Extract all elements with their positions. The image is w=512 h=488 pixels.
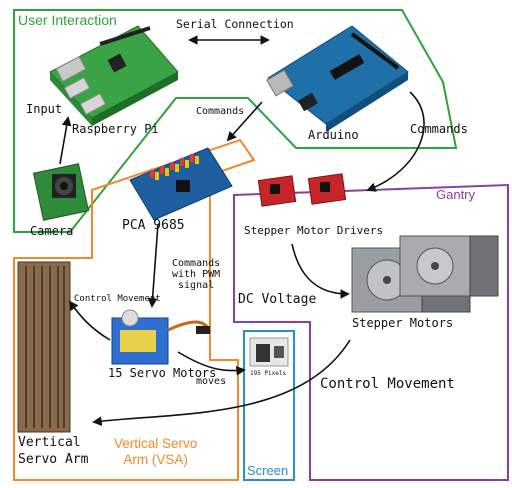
control-movement-servo-arrow <box>68 300 111 341</box>
region-title-gantry: Gantry <box>436 187 476 202</box>
region-title-vsa: Vertical Servo Arm (VSA) <box>114 436 198 467</box>
pixels-label: 195 Pixels <box>250 370 287 377</box>
drivers-to-motors-arrow <box>291 243 350 299</box>
arduino-to-pca-arrow <box>226 101 263 142</box>
raspberry-pi-label: Raspberry Pi <box>72 122 159 136</box>
input-label: Input <box>26 102 63 116</box>
servo-motor-image <box>111 309 212 365</box>
moves-label: moves <box>196 376 227 387</box>
commands-pwm-label: Commands with PWM signal <box>172 258 221 291</box>
servo-arm-label: Vertical Servo Arm <box>18 435 89 467</box>
user-interaction-border <box>13 9 458 233</box>
vertical-servo-arm-image <box>17 261 71 433</box>
camera-label: Camera <box>30 224 74 238</box>
stepper-drivers-image <box>257 173 347 207</box>
stepper-motors-label: Stepper Motors <box>352 316 454 330</box>
pca-board-image <box>129 147 233 221</box>
arduino-label: Arduino <box>308 128 359 142</box>
region-title-screen: Screen <box>247 463 289 478</box>
servo-to-screen-arrow <box>177 351 246 376</box>
servo-motors-label: 15 Servo Motors <box>108 366 217 380</box>
dc-voltage-label: DC Voltage <box>238 292 317 307</box>
stepper-motors-image <box>351 235 499 313</box>
camera-image <box>32 163 90 221</box>
pca-label: PCA 9685 <box>122 218 185 233</box>
pca-to-servo-arrow <box>147 223 159 308</box>
camera-to-pi-arrow <box>59 116 72 165</box>
commands-pi-label: Commands <box>196 106 245 117</box>
serial-connection-label: Serial Connection <box>176 17 294 31</box>
raspberry-pi-image <box>49 25 179 126</box>
motors-to-arm-arrow <box>92 339 351 426</box>
control-movement-arm-label: Control Movement <box>320 376 455 392</box>
commands-arduino-label: Commands <box>410 122 468 136</box>
screen-pixels-image <box>249 337 289 367</box>
control-movement-servo-label: Control Movement <box>74 294 161 304</box>
region-title-user-interaction: User Interaction <box>18 12 117 28</box>
arduino-to-drivers-arrow <box>366 91 425 192</box>
arduino-image <box>266 25 409 132</box>
stepper-drivers-label: Stepper Motor Drivers <box>244 224 384 237</box>
